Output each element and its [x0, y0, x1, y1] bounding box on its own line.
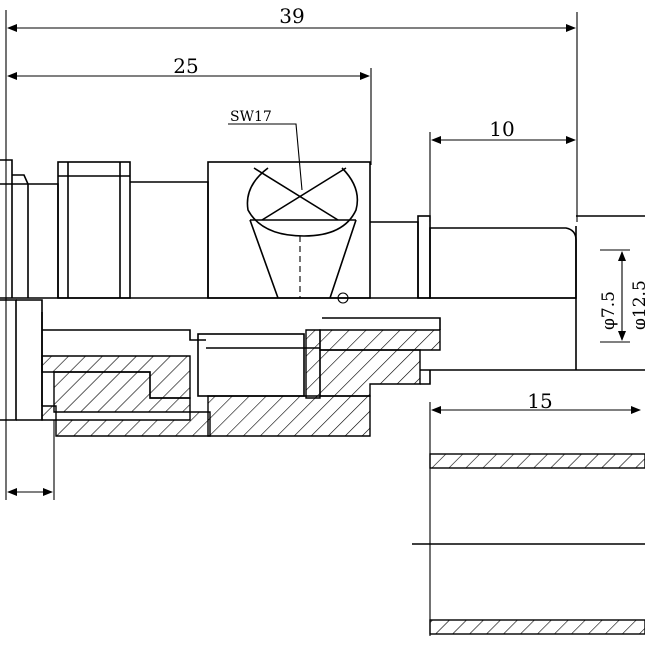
connector-left-section — [0, 159, 209, 299]
dimension-body: 25 — [7, 54, 372, 165]
sleeve — [370, 215, 431, 299]
crimp-sleeve-knurled — [429, 227, 577, 299]
insulator-mesh — [197, 333, 305, 397]
inner-diameter-label: φ7.5 — [599, 291, 619, 330]
body-length-label: 25 — [173, 54, 198, 78]
section-view — [0, 292, 576, 437]
overall-length-label: 39 — [279, 4, 304, 28]
wrench-size-callout: SW17 — [228, 109, 303, 191]
dimension-overall: 39 — [5, 4, 578, 500]
dimension-diameters: φ7.5 φ12.5 — [599, 249, 645, 343]
outer-diameter-label: φ12.5 — [630, 280, 645, 330]
wrench-size-label: SW17 — [230, 109, 272, 125]
crimp-length-label: 10 — [489, 117, 514, 141]
hex-nut — [207, 161, 371, 299]
dimension-flange — [7, 420, 55, 500]
dimension-crimp: 10 — [429, 117, 576, 222]
ferrule-length-label: 15 — [527, 389, 552, 413]
ferrule: 15 — [412, 389, 645, 636]
